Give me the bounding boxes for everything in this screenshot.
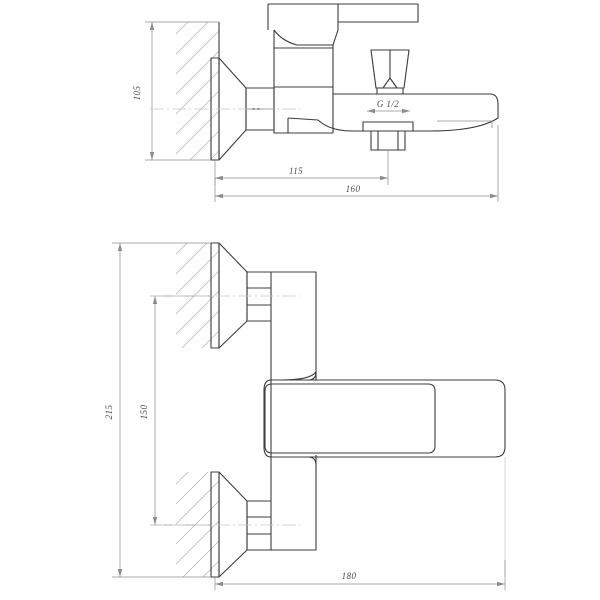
wall-hatch-lower	[176, 472, 219, 577]
body-outer-outline	[271, 371, 506, 458]
dim-text-115: 115	[289, 166, 303, 176]
diverter-knob	[370, 49, 410, 89]
aerator-thread-lines	[377, 131, 399, 150]
diverter-knob-detail	[382, 50, 398, 89]
top-view-dimensions	[145, 21, 499, 202]
inlet-connector-upper-splits	[247, 287, 271, 306]
top-view-side-elevation	[145, 3, 499, 202]
inlet-connector-lower	[246, 500, 272, 551]
wall-hatch-upper	[176, 243, 219, 348]
dim-text-150: 150	[139, 405, 149, 420]
body-outer-left-round	[263, 379, 272, 458]
riser-top-arm	[271, 271, 317, 380]
aerator-housing	[362, 121, 414, 132]
lever-neck	[273, 29, 334, 48]
dim-text-160: 160	[346, 184, 361, 194]
dim-text-180: 180	[342, 571, 357, 581]
bottom-view-front-elevation	[112, 242, 506, 590]
inlet-connector-upper	[246, 271, 272, 322]
bottom-view-dimensions	[112, 242, 506, 590]
mixer-body-top	[273, 86, 334, 134]
dim-text-215: 215	[104, 405, 114, 420]
dim-text-105: 105	[132, 86, 142, 101]
inlet-connector-lower-splits	[247, 516, 271, 535]
body-front-face	[264, 383, 436, 454]
spout-tip-facet	[437, 120, 493, 128]
escutcheon-cone-lower	[218, 471, 248, 578]
wall-hatch-top	[176, 22, 219, 160]
annotation-text-g12: G 1/2	[377, 99, 399, 109]
body-riser-fillets	[307, 371, 317, 466]
escutcheon-cone-upper	[218, 242, 248, 349]
riser-bottom-arm	[271, 455, 317, 551]
spout-outline	[287, 93, 499, 132]
cartridge-riser	[273, 47, 334, 87]
lever-arm	[338, 3, 419, 23]
diverter-base	[376, 87, 404, 95]
aerator-thread-body	[370, 131, 406, 151]
lever-handle	[267, 3, 339, 46]
